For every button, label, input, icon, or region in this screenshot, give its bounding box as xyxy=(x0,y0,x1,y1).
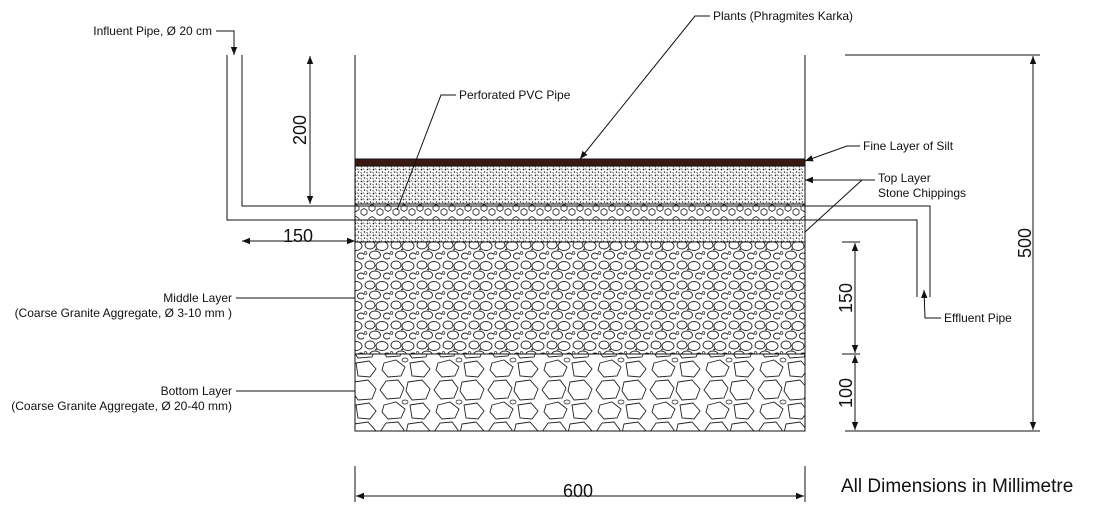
dimension-total-depth: 500 xyxy=(845,54,1040,432)
middle-layer-label-1: Middle Layer xyxy=(163,291,232,305)
perforated-pipe-callout: Perforated PVC Pipe xyxy=(396,88,571,211)
top-layer-label-2: Stone Chippings xyxy=(878,186,966,200)
middle-layer-callout: Middle Layer (Coarse Granite Aggregate, … xyxy=(15,291,355,320)
top-layer-callout: Top Layer Stone Chippings xyxy=(804,171,966,233)
influent-pipe xyxy=(226,55,805,221)
plants-label: Plants (Phragmites Karka) xyxy=(713,9,853,23)
perforated-pipe-label: Perforated PVC Pipe xyxy=(459,88,571,102)
influent-pipe-callout: Influent Pipe, Ø 20 cm xyxy=(93,24,238,55)
bottom-layer-callout: Bottom Layer (Coarse Granite Aggregate, … xyxy=(11,384,355,413)
fine-silt-label: Fine Layer of Silt xyxy=(863,139,954,153)
dimension-width: 600 xyxy=(354,466,806,502)
dimension-freeboard-text: 200 xyxy=(290,115,310,145)
fine-silt-callout: Fine Layer of Silt xyxy=(804,139,954,162)
dimension-bottom-depth: 100 xyxy=(836,355,859,430)
bottom-layer-aggregate xyxy=(354,353,806,432)
top-layer-label-1: Top Layer xyxy=(878,171,931,185)
fine-silt-layer xyxy=(354,158,806,167)
effluent-pipe-label: Effluent Pipe xyxy=(944,311,1012,325)
influent-pipe-inner xyxy=(241,55,805,207)
middle-layer-aggregate xyxy=(354,241,806,355)
dimension-total-depth-text: 500 xyxy=(1015,228,1035,258)
plants-callout: Plants (Phragmites Karka) xyxy=(579,9,853,160)
top-layer-stone-chippings xyxy=(354,165,806,205)
dimension-pipe-offset: 150 xyxy=(242,226,355,246)
middle-layer-label-2: (Coarse Granite Aggregate, Ø 3-10 mm ) xyxy=(15,306,232,320)
dimension-middle-depth: 150 xyxy=(836,241,860,355)
effluent-pipe-callout: Effluent Pipe xyxy=(921,289,1012,325)
dimension-width-text: 600 xyxy=(563,481,593,501)
bottom-layer-label-2: (Coarse Granite Aggregate, Ø 20-40 mm) xyxy=(11,399,232,413)
effluent-pipe-inner xyxy=(805,219,918,297)
top-layer-lower-band xyxy=(354,219,806,243)
influent-pipe-label: Influent Pipe, Ø 20 cm xyxy=(93,24,212,38)
dimension-middle-depth-text: 150 xyxy=(836,283,856,313)
dimension-bottom-depth-text: 100 xyxy=(836,378,856,408)
bottom-layer-label-1: Bottom Layer xyxy=(161,384,232,398)
units-note: All Dimensions in Millimetre xyxy=(841,476,1073,497)
dimension-freeboard: 200 xyxy=(290,56,314,204)
effluent-pipe xyxy=(805,205,931,297)
dimension-pipe-offset-text: 150 xyxy=(283,226,313,246)
